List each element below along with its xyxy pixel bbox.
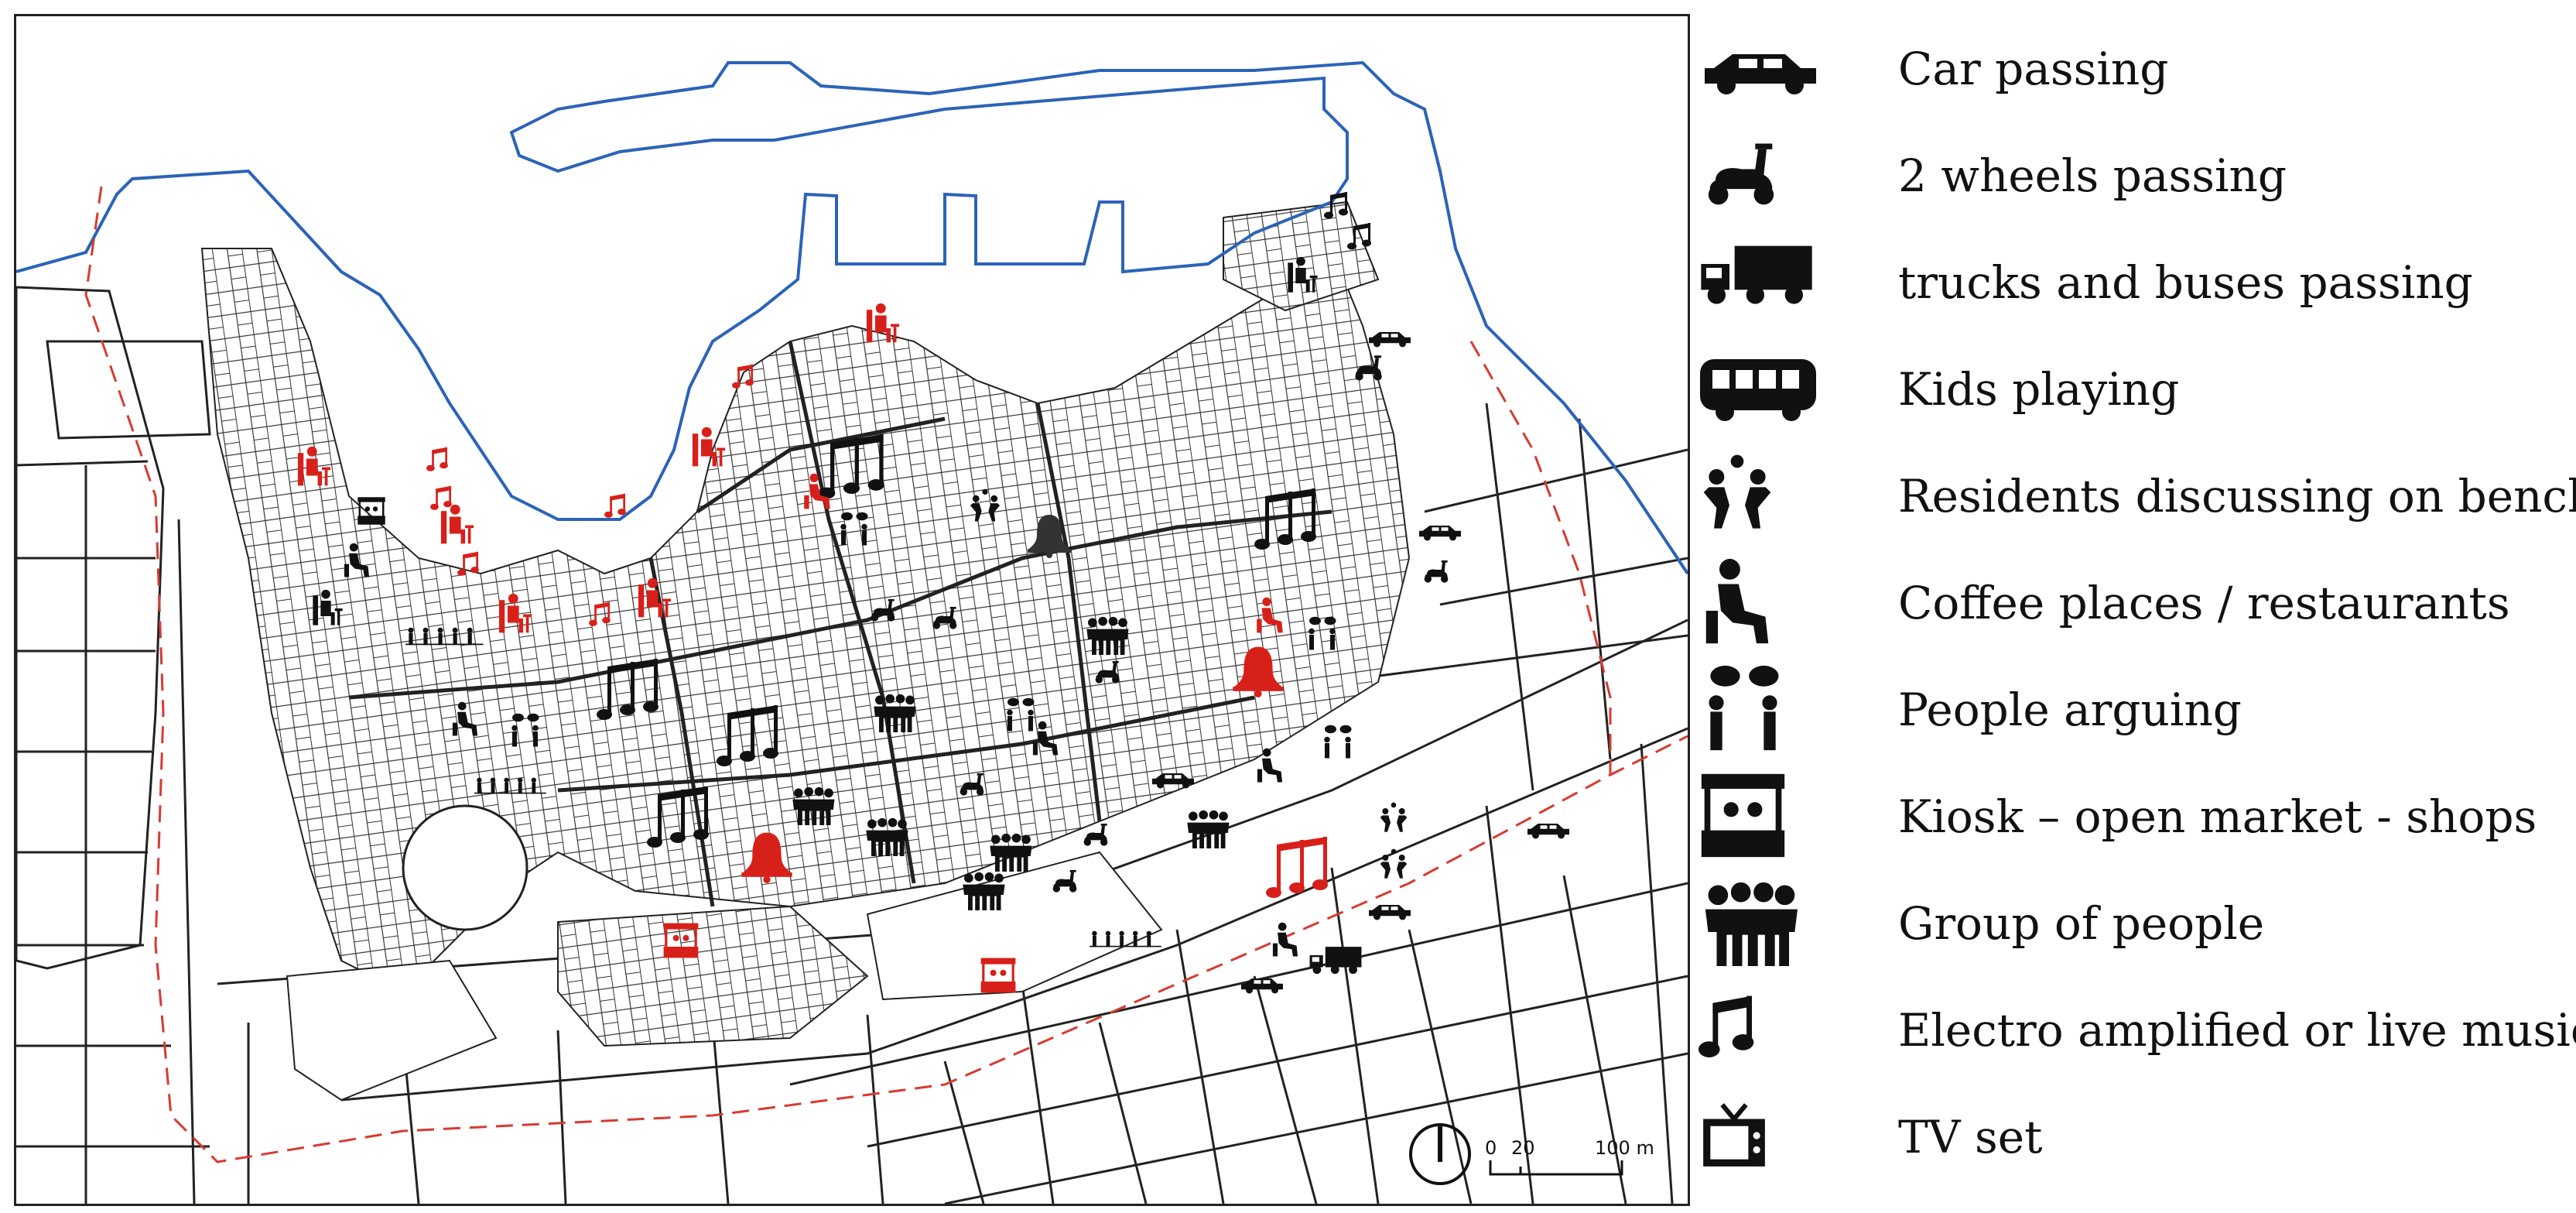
legend-item-tv: TV set	[1699, 1084, 2576, 1191]
kiosk-icon	[1701, 773, 1785, 858]
legend-item-group: Group of people	[1699, 870, 2576, 977]
legend-label: Coffee places / restaurants	[1898, 577, 2510, 629]
legend-label: Car passing	[1898, 43, 2169, 95]
legend-label: TV set	[1898, 1111, 2043, 1163]
legend-item-car: Car passing	[1699, 15, 2576, 122]
legend-item-two-wheels: 2 wheels passing	[1699, 122, 2576, 229]
legend-item-kiosk: Kiosk – open market - shops	[1699, 763, 2576, 870]
kids-playing-icon	[1703, 454, 1771, 529]
legend-item-music: Electro amplified or live music	[1699, 977, 2576, 1084]
map-frame: 0 20 100 m	[14, 14, 1690, 1206]
scale-label-100: 100 m	[1595, 1137, 1654, 1159]
bench-resident-icon	[1705, 558, 1769, 644]
people-arguing-icon	[1709, 665, 1779, 751]
truck-icon	[1701, 245, 1812, 304]
group-of-people-icon	[1705, 882, 1798, 966]
legend-label: People arguing	[1898, 684, 2242, 736]
legend-label: Group of people	[1898, 897, 2265, 950]
legend-label: Kids playing	[1898, 363, 2180, 416]
legend-label: trucks and buses passing	[1898, 256, 2473, 309]
legend-item-kids: Residents discussing on benches	[1699, 443, 2576, 550]
scale-bar: 0 20 100 m	[1485, 1137, 1654, 1176]
car-icon	[1705, 54, 1816, 94]
music-note-icon	[1699, 995, 1754, 1057]
legend-item-bench: Coffee places / restaurants	[1699, 550, 2576, 656]
legend-label: Electro amplified or live music	[1898, 1004, 2576, 1057]
street-grid	[16, 286, 1688, 1204]
coastline	[16, 60, 1688, 575]
legend-item-arguing: People arguing	[1699, 656, 2576, 763]
red-music-marker	[1266, 837, 1328, 898]
scale-label-20: 20	[1511, 1137, 1535, 1159]
city-wall-route	[84, 186, 1688, 1163]
legend-label: 2 wheels passing	[1898, 149, 2287, 202]
old-town-blocks	[200, 200, 1411, 1102]
tv-set-icon	[1699, 1084, 1884, 1191]
scooter-icon	[1708, 143, 1774, 205]
legend-item-bus: Kids playing	[1699, 336, 2576, 443]
legend-item-trucks: trucks and buses passing	[1699, 229, 2576, 336]
legend-label: Kiosk – open market - shops	[1898, 790, 2537, 843]
legend-label: Residents discussing on benches	[1898, 470, 2576, 523]
scale-label-0: 0	[1485, 1137, 1497, 1159]
map-canvas: 0 20 100 m	[16, 60, 1688, 1204]
old-town-streets	[348, 341, 1332, 907]
north-arrow-icon	[1409, 1123, 1471, 1185]
legend: Car passing 2 wheels passing trucks and …	[1699, 0, 2576, 1213]
bus-icon	[1700, 359, 1816, 421]
